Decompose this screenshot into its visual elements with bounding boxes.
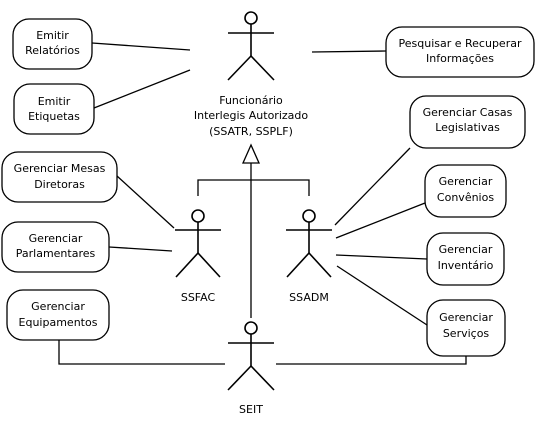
usecase-label-line-1: Pesquisar e Recuperar [399,37,522,50]
actor-right-leg [250,365,275,391]
usecase-label-line-2: Relatórios [25,44,80,57]
assoc-ssadm-servicos [336,265,428,326]
assoc-ssadm-convenios [335,202,426,239]
actor-label: SEIT [239,403,263,416]
assoc-funcionario-pesquisar [311,50,387,53]
actor-left-leg [227,55,252,81]
actor-seit: SEIT [227,321,275,416]
usecase-emitir-relatorios: Emitir Relatórios [12,18,93,70]
connections [58,42,467,365]
usecase-gerenciar-inventario: Gerenciar Inventário [426,232,505,286]
actor-head [191,209,205,223]
usecase-label-line-2: Parlamentares [16,247,96,260]
usecase-label-line-1: Emitir [36,29,69,42]
usecase-gerenciar-mesas: Gerenciar Mesas Diretoras [1,151,118,203]
actor-head [244,321,258,335]
usecase-gerenciar-servicos: Gerenciar Serviços [426,299,506,357]
generalization-arrowhead [241,143,261,164]
actor-head [302,209,316,223]
actor-left-leg [175,252,199,278]
usecase-gerenciar-parlamentares: Gerenciar Parlamentares [1,221,110,273]
usecase-label-line-1: Gerenciar [439,311,493,324]
actor-right-leg [197,252,221,278]
assoc-ssfac-mesas [116,175,175,229]
usecase-gerenciar-convenios: Gerenciar Convênios [424,164,507,218]
assoc-ssadm-casas [334,147,411,226]
actor-label-line-1: Funcionário [219,94,283,107]
assoc-ssadm-inventario [335,254,428,260]
usecase-label-line-2: Serviços [443,327,490,340]
usecase-pesquisar-recuperar: Pesquisar e Recuperar Informações [385,26,535,78]
usecase-label-line-1: Gerenciar [31,300,85,313]
usecase-label-line-2: Etiquetas [28,110,80,123]
usecase-label-line-1: Gerenciar [29,232,83,245]
actor-label-line-2: Interlegis Autorizado [194,109,309,122]
usecase-label-line-1: Gerenciar [439,175,493,188]
usecase-label-line-2: Diretoras [34,178,85,191]
actor-ssadm: SSADM [286,209,332,304]
assoc-funcionario-relatorios [91,42,191,51]
actor-head [244,11,258,25]
usecase-label-line-2: Equipamentos [19,316,98,329]
usecase-label-line-2: Legislativas [435,121,500,134]
usecase-gerenciar-equipamentos: Gerenciar Equipamentos [6,289,110,341]
actor-funcionario: Funcionário Interlegis Autorizado (SSATR… [194,11,309,138]
actor-right-leg [250,55,275,81]
actor-left-leg [286,252,310,278]
usecase-emitir-etiquetas: Emitir Etiquetas [13,83,95,135]
usecase-label-line-1: Gerenciar [439,243,493,256]
generalization-branch [197,179,310,196]
usecase-label-line-2: Convênios [437,191,494,204]
actor-left-leg [227,365,252,391]
usecase-label-line-2: Informações [426,52,494,65]
assoc-ssfac-parlamentares [108,246,173,252]
actor-label-line-3: (SSATR, SSPLF) [209,125,293,138]
actor-label: SSADM [289,291,329,304]
usecase-gerenciar-casas: Gerenciar Casas Legislativas [409,95,526,149]
usecase-label-line-1: Gerenciar Mesas [14,162,106,175]
assoc-seit-servicos [276,356,467,365]
actor-right-leg [308,252,332,278]
usecase-label-line-1: Gerenciar Casas [423,106,513,119]
actor-ssfac: SSFAC [175,209,221,304]
actor-label: SSFAC [181,291,216,304]
usecase-label-line-1: Emitir [38,95,71,108]
assoc-funcionario-etiquetas [93,69,191,109]
usecase-label-line-2: Inventário [438,259,494,272]
assoc-seit-equipamentos [58,340,225,365]
